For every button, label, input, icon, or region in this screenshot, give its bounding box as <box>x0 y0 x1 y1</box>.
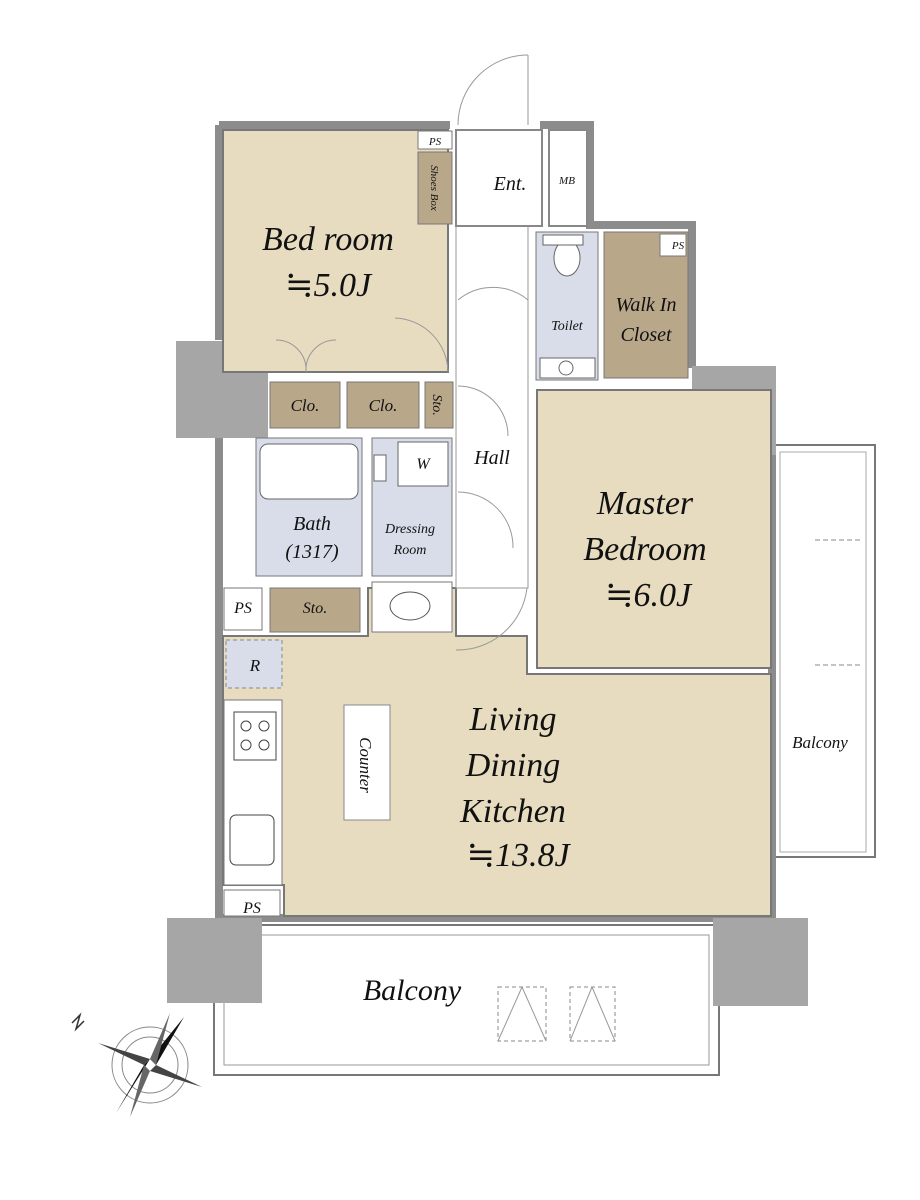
bath-line1: Bath <box>293 513 331 535</box>
dressing-line2: Room <box>393 543 427 558</box>
sto-label-lower: Sto. <box>303 600 327 617</box>
bedroom-floor <box>222 129 449 373</box>
bedroom-size: ≒5.0J <box>285 267 373 304</box>
refrigerator-space <box>225 639 283 689</box>
entrance-floor <box>455 129 543 227</box>
ldk-size: ≒13.8J <box>466 837 571 874</box>
clo-label-2: Clo. <box>369 396 398 415</box>
column <box>167 918 262 1003</box>
master-size: ≒6.0J <box>605 577 693 614</box>
ldk-line1: Living <box>469 701 557 738</box>
master-line2: Bedroom <box>583 531 706 568</box>
column <box>713 918 808 1006</box>
bedroom-name: Bed room <box>262 221 394 258</box>
ps-wic-label: PS <box>671 240 685 252</box>
closet-2 <box>346 381 420 429</box>
mb-closet <box>548 129 588 227</box>
storage-small <box>424 381 454 429</box>
east-balcony <box>774 444 876 858</box>
door-swings <box>275 54 529 651</box>
hall-floor <box>455 225 529 589</box>
ps-label: PS <box>428 136 442 148</box>
wic-line2: Closet <box>620 324 672 346</box>
washbasin-icon <box>539 357 596 379</box>
ps-label-mid: PS <box>233 600 252 617</box>
balcony-south-label: Balcony <box>363 974 462 1007</box>
bathtub-icon <box>259 443 359 500</box>
counter-label: Counter <box>356 737 375 793</box>
dressing-line1: Dressing <box>384 522 435 537</box>
w-label: W <box>416 456 431 473</box>
ldk-line3: Kitchen <box>459 793 566 830</box>
hall-label: Hall <box>473 447 510 469</box>
stove-icon <box>233 711 277 761</box>
shoes-box <box>417 151 453 225</box>
ldk-floor <box>222 587 772 917</box>
toilet-tank-icon <box>542 234 584 246</box>
bath-line2: (1317) <box>285 541 339 563</box>
shoes-box-label: Shoes Box <box>428 165 440 211</box>
ldk-line2: Dining <box>465 747 560 784</box>
storage-lower <box>269 587 361 633</box>
ps-wic <box>659 233 687 257</box>
ps-top <box>417 130 453 150</box>
south-balcony <box>213 924 720 1076</box>
closet-1 <box>269 381 341 429</box>
mb-label: MB <box>558 175 575 187</box>
washer-space <box>397 441 449 487</box>
clo-label-1: Clo. <box>291 396 320 415</box>
entrance-label: Ent. <box>493 173 527 195</box>
kitchen-sink-icon <box>229 814 275 866</box>
ps-label-bottom: PS <box>242 900 261 917</box>
wic-line1: Walk In <box>616 294 677 316</box>
ps-bottom <box>223 889 281 917</box>
sink-icon <box>389 591 431 621</box>
counter-island <box>343 704 391 821</box>
balcony-east-label: Balcony <box>792 733 848 752</box>
master-bedroom-floor <box>536 389 772 669</box>
toilet-label: Toilet <box>551 319 583 334</box>
r-label: R <box>249 656 261 675</box>
master-line1: Master <box>596 485 694 522</box>
compass-rose-icon <box>71 1012 202 1117</box>
sto-label-small: Sto. <box>429 394 444 415</box>
ps-mid <box>223 587 263 631</box>
